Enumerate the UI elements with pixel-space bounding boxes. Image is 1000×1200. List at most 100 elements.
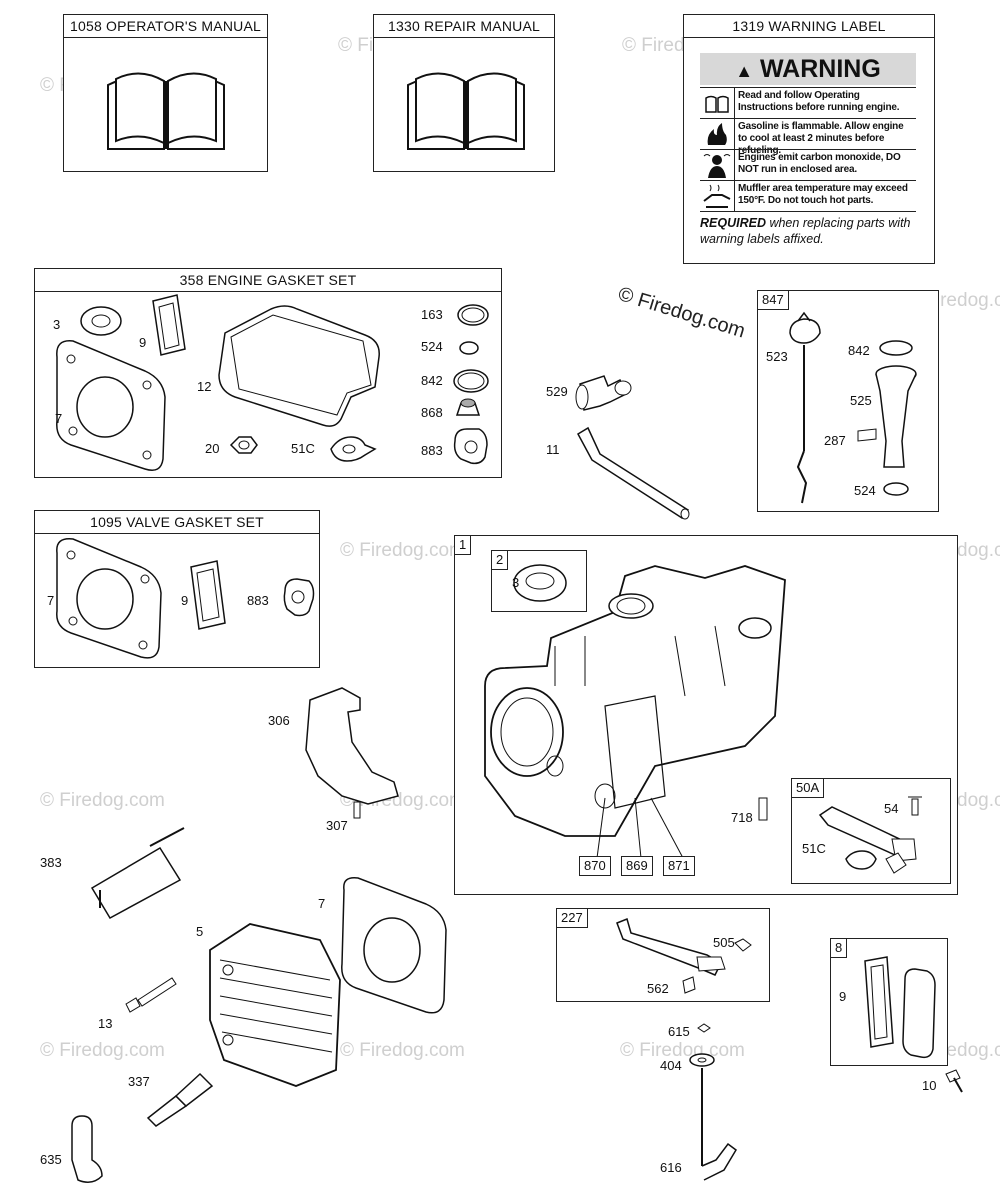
linkage-group-box[interactable]: 227 505 562 [556,908,770,1002]
warning-triangle-icon: ▲ [735,61,754,81]
part-number-label: 3 [53,317,61,332]
part-number-label: 562 [647,981,669,996]
open-book-icon [407,72,525,150]
shield-art [305,687,399,819]
copyright-notice: © Firedog.com [615,283,748,343]
spark-plug-boot-art [71,1115,103,1183]
required-bold: REQUIRED [700,216,766,230]
part-number-label: 51C [291,441,315,456]
fire-icon [700,119,735,149]
box-title: 358 ENGINE GASKET SET [35,269,501,292]
part-number-label: 524 [421,339,443,354]
part-number-tag: 869 [621,856,653,876]
part-number-label: 883 [247,593,269,608]
part-number-label: 9 [181,593,189,608]
part-number-label: 529 [546,384,568,399]
valve-gasket-art [56,538,315,659]
book-icon [700,88,735,118]
watermark-text: © Firedog.com [340,1040,465,1061]
part-number-label: 718 [731,810,753,825]
box-title: 1319 WARNING LABEL [684,15,934,38]
part-number-label: 616 [660,1160,682,1175]
group-tag: 50A [791,778,825,798]
part-number-label: 337 [128,1074,150,1089]
box-title: 1058 OPERATOR'S MANUAL [64,15,267,38]
part-number-label: 868 [421,405,443,420]
part-number-label: 306 [268,713,290,728]
part-number-label: 505 [713,935,735,950]
warning-row-text: Muffler area temperature may exceed 150°… [738,183,908,206]
valve-cover-group-box[interactable]: 8 9 [830,938,948,1066]
part-number-label: 842 [848,343,870,358]
part-number-label: 13 [98,1016,113,1031]
part-number-label: 524 [854,483,876,498]
warning-row-text: Engines emit carbon monoxide, DO NOT run… [738,152,901,175]
box-title: 1330 REPAIR MANUAL [374,15,554,38]
part-number-label: 404 [660,1058,682,1073]
part-number-label: 383 [40,855,62,870]
engine-gasket-art [56,294,489,471]
part-number-label: 11 [546,442,560,457]
part-number-label: 5 [196,924,204,939]
governor-assembly-art [90,827,185,920]
breather-tube-art [575,375,690,520]
cylinder-head-art [209,923,341,1087]
part-number-label: 12 [197,379,212,394]
part-number-label: 10 [922,1078,937,1093]
valve-cover-art [864,956,936,1059]
warning-row: Read and follow Operating Instructions b… [700,87,916,118]
required-text: when replacing parts with warning labels… [700,216,911,246]
part-number-label: 307 [326,818,348,833]
dipstick-group-box[interactable]: 847 523 842 525 287 524 [757,290,939,512]
cylinder-block-art [484,565,786,859]
valve-gasket-set-box[interactable]: 1095 VALVE GASKET SET 7 9 883 [34,510,320,668]
part-number-label: 523 [766,349,788,364]
spark-plug-art [146,1072,214,1127]
watermark-text: © Firedog.com [620,1040,745,1061]
cylinder-block-group-box[interactable]: 1 2 3 870 869 871 718 50A [454,535,958,895]
group-tag: 227 [556,908,588,928]
hot-surface-icon [700,181,735,211]
operators-manual-box[interactable]: 1058 OPERATOR'S MANUAL [63,14,268,172]
warning-required-note: REQUIRED when replacing parts with warni… [700,215,925,247]
breather-art [818,796,922,874]
linkage-art [616,917,752,994]
part-number-label: 7 [318,896,326,911]
part-number-label: 7 [47,593,55,608]
watermark-text: © Firedog.com [340,540,465,561]
part-number-label: 51C [802,841,826,856]
seal-subgroup-box[interactable]: 2 3 [491,550,587,612]
part-number-label: 635 [40,1152,62,1167]
group-tag: 2 [491,550,509,570]
engine-gasket-set-box[interactable]: 358 ENGINE GASKET SET 3 9 7 12 [34,268,502,478]
warning-row: Engines emit carbon monoxide, DO NOT run… [700,149,916,180]
group-tag: 1 [454,535,472,555]
seal-art [513,564,567,602]
part-number-label: 842 [421,373,443,388]
part-number-label: 3 [512,575,520,590]
watermark-text: © Firedog.com [40,1040,165,1061]
part-number-label: 7 [55,411,63,426]
warning-row: Gasoline is flammable. Allow engine to c… [700,118,916,156]
part-number-label: 9 [839,989,847,1004]
screw-art [945,1069,963,1093]
part-number-tag: 871 [663,856,695,876]
part-number-label: 525 [850,393,872,408]
warning-heading-text: WARNING [759,55,881,83]
part-number-label: 163 [421,307,443,322]
part-number-label: 9 [139,335,147,350]
repair-manual-box[interactable]: 1330 REPAIR MANUAL [373,14,555,172]
part-number-label: 615 [668,1024,690,1039]
part-number-label: 54 [884,801,899,816]
warning-heading: ▲ WARNING [700,53,916,85]
warning-label-box[interactable]: 1319 WARNING LABEL ▲ WARNING Read and fo… [683,14,935,264]
open-book-icon [107,72,225,150]
part-number-tag: 870 [579,856,611,876]
dipstick-tube-art [789,311,917,504]
head-gasket-art [341,877,447,1014]
fumes-icon [700,150,735,180]
dipstick-art [689,1023,737,1181]
warning-row-text: Read and follow Operating Instructions b… [738,90,900,113]
warning-row: Muffler area temperature may exceed 150°… [700,180,916,212]
breather-subgroup-box[interactable]: 50A 54 51C [791,778,951,884]
